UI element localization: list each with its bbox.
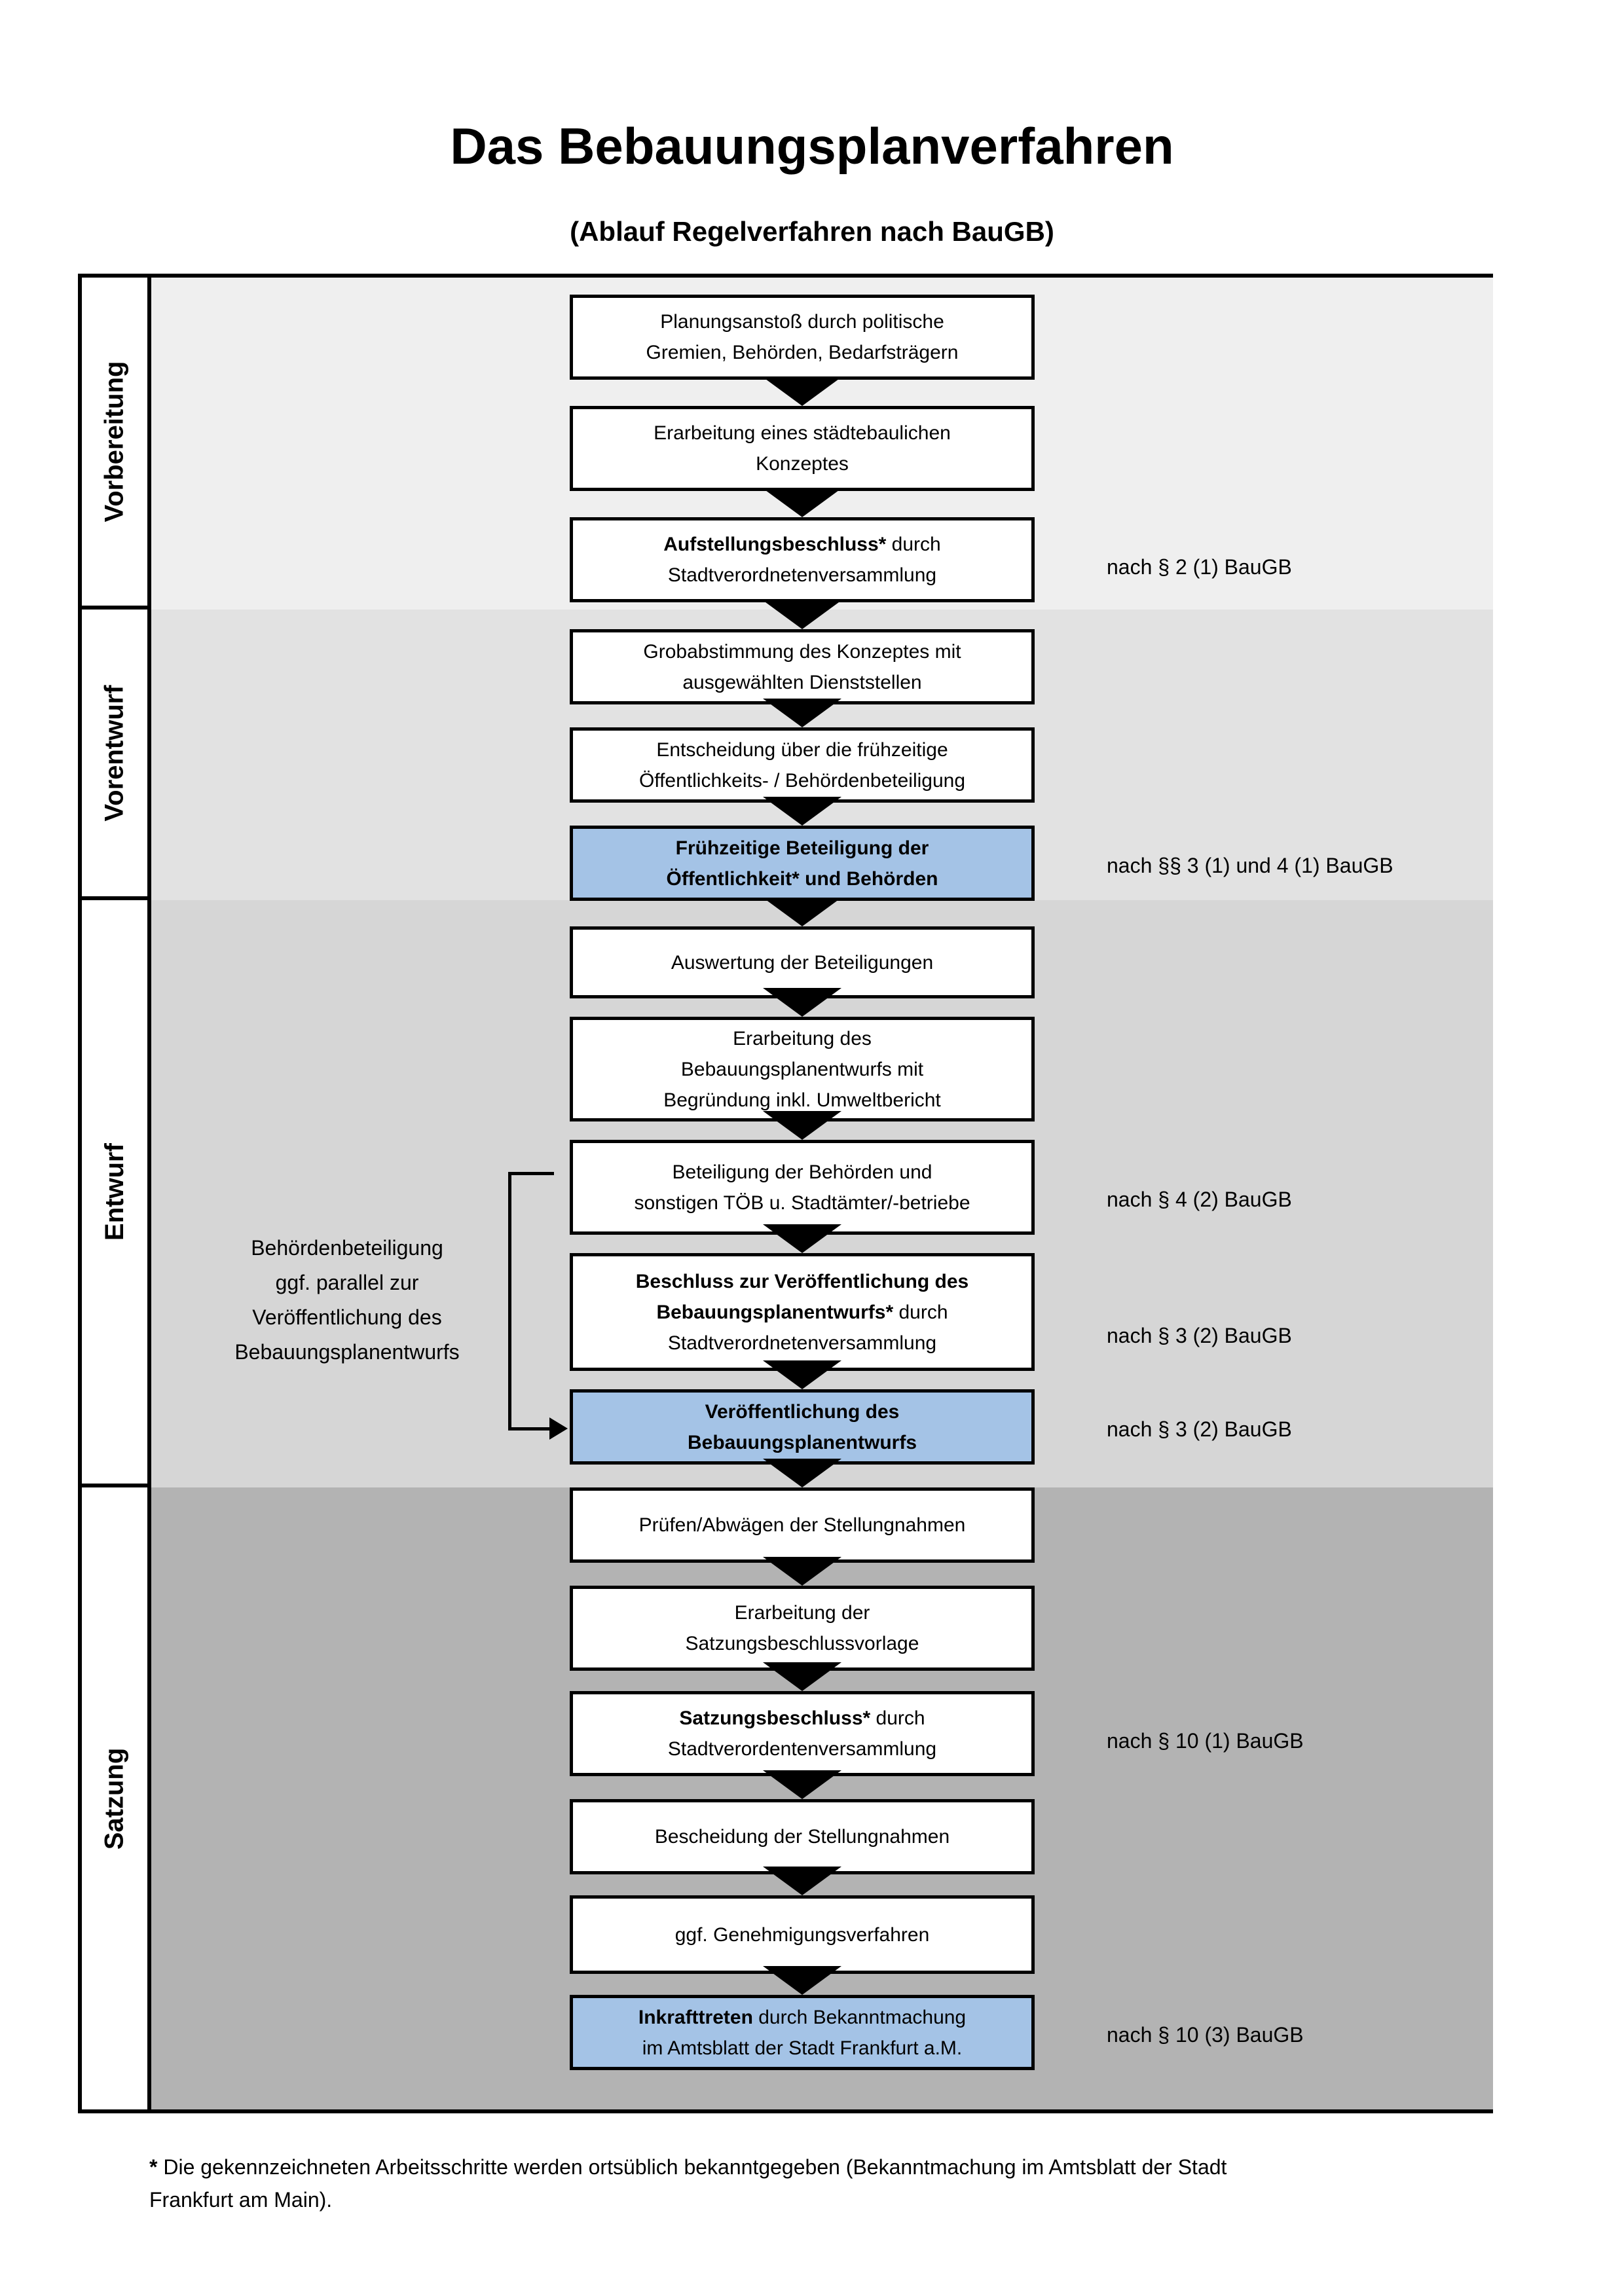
flow-box-veroeffentlichung: Veröffentlichung des Bebauungsplanentwur… [570,1389,1035,1465]
flow-box-text: durch Bekanntmachung im Amtsblatt der St… [642,2006,967,2059]
bracket-arrow-right-icon [549,1417,568,1440]
flow-arrow-down-icon [763,797,841,826]
flow-arrow-down-icon [763,488,841,517]
flow-box-entscheidung-beteiligung: Entscheidung über die frühzeitige Öffent… [570,727,1035,803]
flow-arrow-down-icon [763,1770,841,1799]
law-reference: nach § 2 (1) BauGB [1107,555,1292,579]
law-reference: nach § 4 (2) BauGB [1107,1188,1292,1211]
flow-box-satzungsbeschluss: Satzungsbeschluss* durch Stadtverordente… [570,1691,1035,1776]
flow-box-genehmigungsverfahren: ggf. Genehmigungsverfahren [570,1895,1035,1974]
phase-cell-vorentwurf: Vorentwurf [82,610,151,900]
flow-box-bold-text: Frühzeitige Beteiligung der Öffentlichke… [666,837,938,890]
flow-box-fruehzeitige-beteiligung: Frühzeitige Beteiligung der Öffentlichke… [570,826,1035,901]
flow-arrow-down-icon [763,1867,841,1895]
flow-box-text: Prüfen/Abwägen der Stellungnahmen [638,1514,966,1536]
phase-label-entwurf: Entwurf [100,1143,129,1241]
flow-box-text: Entscheidung über die frühzeitige Öffent… [638,738,966,792]
flow-box-text: Erarbeitung des Bebauungsplanentwurfs mi… [663,1027,941,1111]
flow-arrow-down-icon [763,1224,841,1253]
flow-arrow-down-icon [763,377,841,406]
flow-box-bescheidung: Bescheidung der Stellungnahmen [570,1799,1035,1874]
flow-box-text: ggf. Genehmigungsverfahren [674,1923,930,1946]
flow-arrow-down-icon [763,1360,841,1389]
flow-box-bold-text: Veröffentlichung des Bebauungsplanentwur… [687,1400,917,1453]
flow-box-aufstellungsbeschluss: Aufstellungsbeschluss* durch Stadtverord… [570,517,1035,602]
side-annotation: Behördenbeteiligung ggf. parallel zur Ve… [234,1236,460,1364]
page-title: Das Bebauungsplanverfahren [450,117,1174,175]
flow-box-bold-text: Aufstellungsbeschluss* [663,534,887,555]
flow-arrow-down-icon [763,1662,841,1691]
footnote-marker: * [149,2155,158,2179]
flowchart-frame: Vorbereitung Vorentwurf Entwurf Satzung … [78,274,1493,2113]
phase-label-vorbereitung: Vorbereitung [100,361,129,522]
flow-box-text: Erarbeitung der Satzungsbeschlussvorlage [685,1602,919,1654]
flow-arrow-down-icon [763,1111,841,1140]
law-reference: nach § 10 (3) BauGB [1107,2023,1304,2047]
flow-box-text: Beteiligung der Behörden und sonstigen T… [634,1161,970,1214]
flow-box-behoerdenbeteiligung: Beteiligung der Behörden und sonstigen T… [570,1140,1035,1235]
flow-box-bold-text: Beschluss zur Veröffentlichung des Bebau… [635,1270,969,1323]
flow-arrow-down-icon [763,1459,841,1487]
flow-arrow-down-icon [763,1557,841,1586]
flow-arrow-down-icon [763,699,841,727]
phase-cell-entwurf: Entwurf [82,900,151,1487]
flow-box-text: durch Stadtverordnetenversammlung [667,1301,948,1354]
flow-box-entwurf-erarbeitung: Erarbeitung des Bebauungsplanentwurfs mi… [570,1017,1035,1121]
law-reference: nach § 3 (2) BauGB [1107,1417,1292,1441]
page-subtitle: (Ablauf Regelverfahren nach BauGB) [570,216,1054,247]
flow-box-text: Grobabstimmung des Konzeptes mit ausgewä… [643,640,961,693]
flow-arrow-down-icon [763,988,841,1017]
flow-box-konzept-erarbeitung: Erarbeitung eines städtebaulichen Konzep… [570,406,1035,491]
flow-box-satzungsvorlage: Erarbeitung der Satzungsbeschlussvorlage [570,1586,1035,1671]
flow-arrow-down-icon [763,1966,841,1995]
law-reference: nach § 10 (1) BauGB [1107,1729,1304,1753]
flow-box-text: durch Stadtverordnetenversammlung [667,534,941,586]
flow-box-grobabstimmung: Grobabstimmung des Konzeptes mit ausgewä… [570,629,1035,704]
flow-box-text: Auswertung der Beteiligungen [671,951,934,974]
flow-box-bold-text: Satzungsbeschluss* [679,1707,871,1729]
phase-label-satzung: Satzung [100,1747,129,1850]
flow-box-text: Bescheidung der Stellungnahmen [654,1826,950,1848]
flow-arrow-down-icon [763,898,841,926]
flow-box-text: durch Stadtverordentenversammlung [667,1707,937,1760]
law-reference: nach §§ 3 (1) und 4 (1) BauGB [1107,854,1393,877]
flow-box-text: Planungsanstoß durch politische Gremien,… [646,311,959,363]
phase-cell-satzung: Satzung [82,1487,151,2109]
flow-box-veroeffentlichungs-beschluss: Beschluss zur Veröffentlichung des Bebau… [570,1253,1035,1371]
flow-box-bold-text: Inkrafttreten [638,2006,753,2028]
phase-label-vorentwurf: Vorentwurf [100,684,129,822]
footnote: * Die gekennzeichneten Arbeitsschritte w… [149,2151,1498,2216]
law-reference: nach § 3 (2) BauGB [1107,1324,1292,1347]
flow-box-pruefen-abwaegen: Prüfen/Abwägen der Stellungnahmen [570,1487,1035,1563]
flow-box-text: Erarbeitung eines städtebaulichen Konzep… [654,422,951,475]
phase-cell-vorbereitung: Vorbereitung [82,278,151,610]
footnote-text: Die gekennzeichneten Arbeitsschritte wer… [149,2155,1227,2212]
flow-box-planungsanstoss: Planungsanstoß durch politische Gremien,… [570,295,1035,380]
flow-box-inkrafttreten: Inkrafttreten durch Bekanntmachung im Am… [570,1995,1035,2070]
bracket-connector-line [508,1172,554,1430]
flow-arrow-down-icon [763,600,841,629]
